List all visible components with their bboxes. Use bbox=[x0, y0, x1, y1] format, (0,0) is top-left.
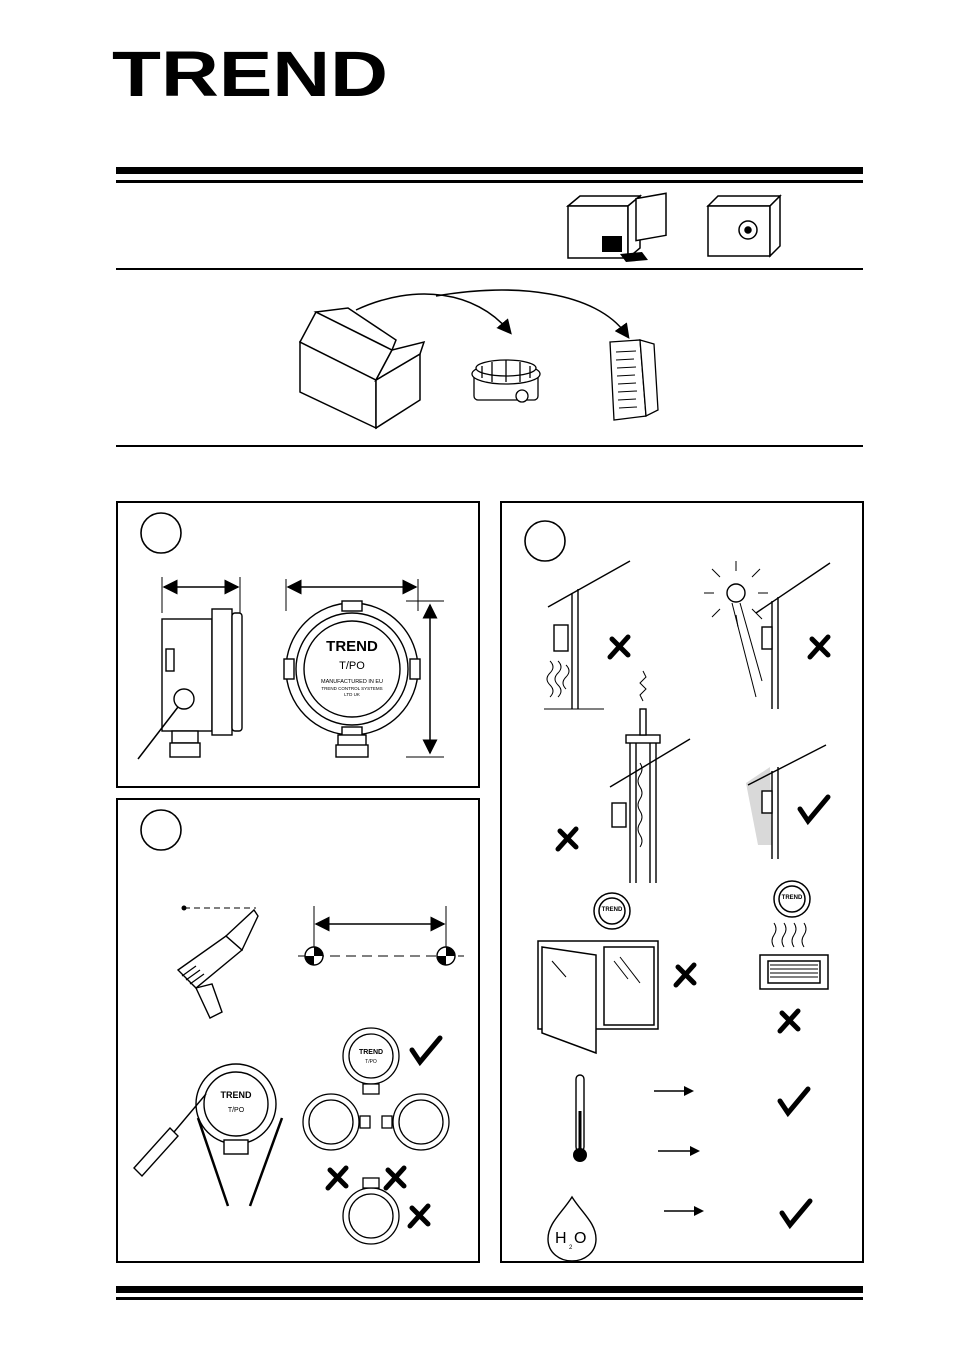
device-brand: TREND bbox=[326, 638, 378, 655]
water-h: H bbox=[555, 1230, 567, 1247]
unpacking-illustration bbox=[298, 289, 659, 430]
mounting-illustration: TREND T/PO TREND T/PO bbox=[133, 809, 464, 1245]
footer-rule-thick bbox=[116, 1286, 863, 1293]
device-line2: TREND CONTROL SYSTEMS bbox=[321, 686, 382, 691]
storage-illustration bbox=[565, 192, 782, 262]
location-illustration: TREND TREND H 2 O bbox=[524, 520, 831, 1262]
dimensions-illustration: TREND T/PO MANUFACTURED IN EU TREND CONT… bbox=[137, 512, 444, 760]
orient-up-model: T/PO bbox=[365, 1059, 377, 1065]
location-panel bbox=[500, 501, 864, 1263]
small-device-model: T/PO bbox=[228, 1107, 245, 1114]
water-sub: 2 bbox=[569, 1245, 573, 1251]
trend-logo: TREND bbox=[112, 38, 388, 110]
dimensions-panel bbox=[116, 501, 480, 788]
orient-up-brand: TREND bbox=[359, 1049, 383, 1056]
footer-rule-thin bbox=[116, 1297, 863, 1300]
window-device-brand: TREND bbox=[602, 907, 623, 913]
water-o: O bbox=[574, 1230, 586, 1247]
device-model: T/PO bbox=[339, 660, 365, 672]
small-device-brand: TREND bbox=[221, 1090, 252, 1100]
section-rule-2 bbox=[116, 445, 863, 447]
heater-device-brand: TREND bbox=[782, 895, 803, 901]
header-rule-thin bbox=[116, 180, 863, 183]
device-line1: MANUFACTURED IN EU bbox=[321, 679, 383, 685]
trend-logo-text: TREND bbox=[112, 38, 388, 110]
header-rule-thick bbox=[116, 167, 863, 174]
mounting-panel bbox=[116, 798, 480, 1263]
device-line3: LTD UK bbox=[344, 692, 360, 697]
section-rule-1 bbox=[116, 268, 863, 270]
